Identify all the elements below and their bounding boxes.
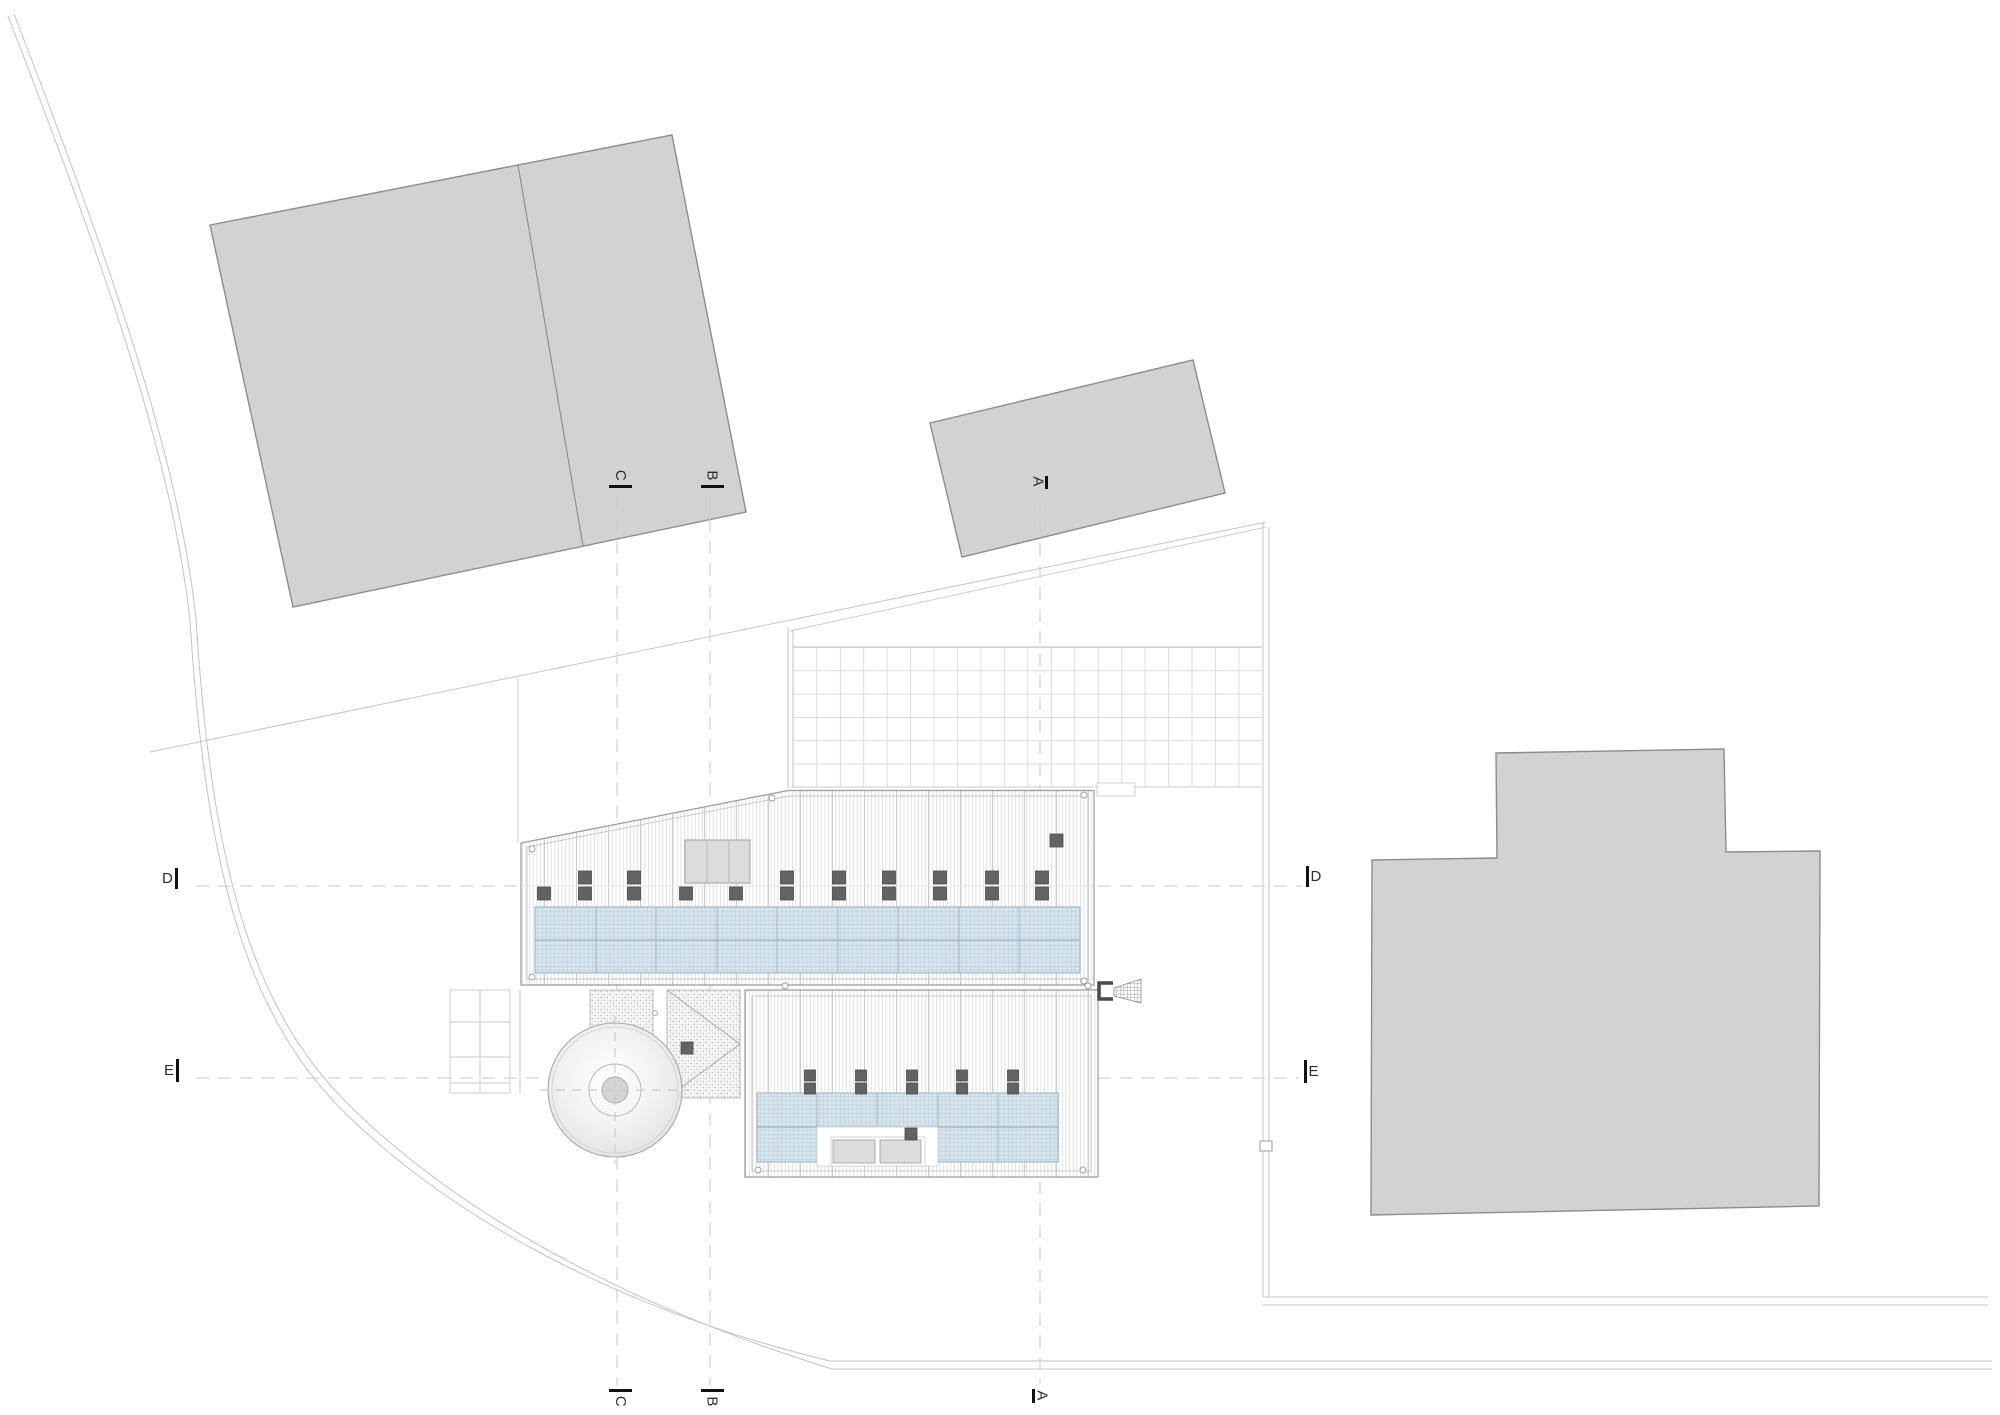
south-wing-drain-circles (754, 982, 1092, 1174)
section-marker-left-d-tick (175, 868, 178, 889)
section-marker-bottom-b: B (701, 1389, 724, 1409)
section-marker-top-a-label: A (1029, 476, 1047, 487)
section-marker-left-e-tick (176, 1059, 179, 1082)
section-marker-bottom-c-tick (609, 1389, 632, 1392)
conical-roof (540, 1016, 690, 1164)
south-wing-roof-anchors (804, 1069, 1019, 1141)
terrace-step (1096, 782, 1136, 797)
section-marker-top-b-label: B (704, 470, 721, 481)
trellis (449, 989, 511, 1094)
section-marker-right-d-label: D (1310, 868, 1322, 885)
north-wing-solar-panels (534, 906, 1081, 974)
section-marker-right-e: E (1304, 1060, 1319, 1083)
hoist-bracket (1097, 978, 1142, 1004)
north-wing-skylight (684, 839, 751, 884)
courtyard (449, 989, 741, 1164)
north-wing-drain-circles (528, 791, 1088, 985)
section-marker-top-b-tick (701, 485, 724, 488)
section-marker-bottom-a-label: A (1033, 1390, 1051, 1401)
section-marker-bottom-b-label: B (704, 1395, 721, 1407)
north-wing-roof-anchors (537, 833, 1064, 901)
section-marker-bottom-c-label: C (611, 1395, 629, 1407)
context-buildings (209, 134, 1821, 1216)
section-marker-top-c-tick (609, 485, 632, 488)
section-marker-bottom-a: A (1032, 1388, 1051, 1403)
section-marker-left-d-label: D (162, 870, 174, 887)
section-marker-right-e-label: E (1308, 1063, 1319, 1080)
south-wing-skylights (816, 1126, 939, 1167)
context-building-northwest (209, 134, 747, 608)
section-marker-top-c: C (609, 468, 632, 488)
section-marker-bottom-b-tick (701, 1389, 724, 1392)
road-edge-inner (13, 13, 1992, 1370)
section-marker-left-e: E (164, 1059, 179, 1082)
terrace-grid (793, 646, 1262, 797)
main-building-north-wing (520, 789, 1095, 986)
section-marker-right-d-tick (1306, 866, 1309, 887)
section-marker-right-d: D (1306, 866, 1322, 887)
south-wing-solar-panels (756, 1092, 1059, 1163)
section-marker-top-a-tick (1045, 476, 1048, 489)
section-marker-bottom-a-tick (1032, 1388, 1035, 1403)
section-marker-top-b: B (701, 468, 724, 488)
section-marker-right-e-tick (1304, 1060, 1307, 1083)
section-marker-top-a: A (1029, 474, 1048, 489)
section-marker-top-c-label: C (611, 469, 629, 482)
south-wing-parapet (751, 995, 1092, 1172)
context-building-north-small (929, 359, 1226, 558)
grating-ramp (1113, 978, 1142, 1004)
section-marker-bottom-c: C (609, 1389, 632, 1409)
section-marker-left-d: D (162, 868, 178, 889)
road-edge-outer (7, 15, 1992, 1362)
context-building-northwest-divider (517, 164, 584, 547)
main-building-south-wing (744, 978, 1142, 1178)
north-wing-parapet (526, 795, 1089, 980)
section-marker-left-e-label: E (164, 1062, 175, 1079)
site-boundary-road (7, 13, 1992, 1370)
context-building-east (1370, 748, 1821, 1216)
